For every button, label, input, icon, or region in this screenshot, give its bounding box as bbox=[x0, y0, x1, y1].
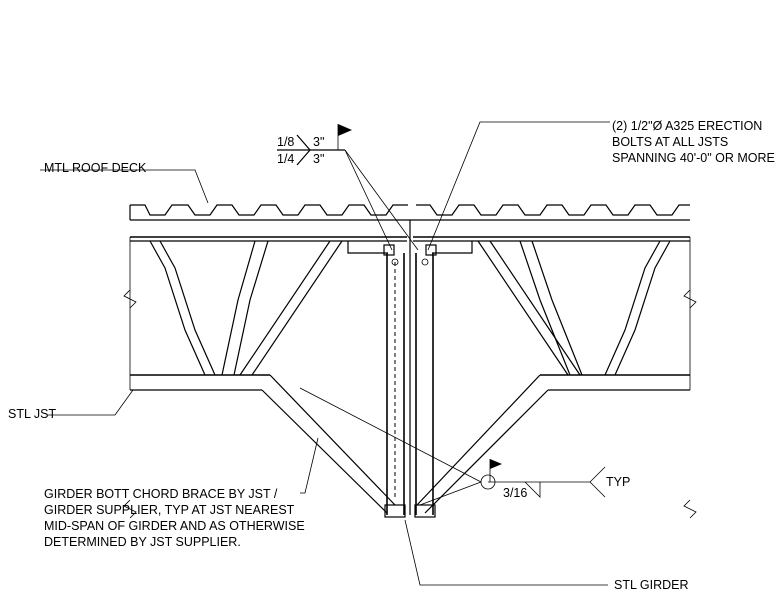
weld-symbol-top bbox=[277, 124, 419, 251]
weld-bottom-size: 1/4 bbox=[277, 152, 295, 166]
weld-symbol-typ bbox=[299, 387, 606, 506]
weld-top-length: 3" bbox=[313, 135, 325, 149]
bolt-note-line-1: (2) 1/2"Ø A325 ERECTION bbox=[612, 119, 763, 133]
girder-bottom-chord-brace bbox=[261, 374, 549, 514]
brace-note-line-2: GIRDER SUPPLIER, TYP AT JST NEAREST bbox=[44, 503, 295, 517]
brace-note-line-4: DETERMINED BY JST SUPPLIER. bbox=[44, 535, 241, 549]
mtl-roof-deck-label: MTL ROOF DECK bbox=[44, 161, 147, 175]
stl-jst-label: STL JST bbox=[8, 407, 57, 421]
weld-typ-size: 3/16 bbox=[503, 486, 528, 500]
metal-roof-deck bbox=[129, 204, 690, 221]
stl-girder-label: STL GIRDER bbox=[614, 578, 689, 592]
bolt-leader bbox=[427, 121, 610, 251]
joist-web-right bbox=[477, 240, 671, 376]
weld-typ-note: TYP bbox=[606, 475, 631, 489]
joist-top-chord bbox=[130, 236, 690, 254]
steel-girder bbox=[383, 220, 437, 518]
bolt-note-line-3: SPANNING 40'-0" OR MORE bbox=[612, 151, 775, 165]
brace-note-line-1: GIRDER BOTT CHORD BRACE BY JST / bbox=[44, 487, 278, 501]
brace-note-line-3: MID-SPAN OF GIRDER AND AS OTHERWISE bbox=[44, 519, 305, 533]
weld-bottom-length: 3" bbox=[313, 152, 325, 166]
weld-top-size: 1/8 bbox=[277, 135, 295, 149]
label-leaders bbox=[40, 169, 608, 586]
joist-web-left bbox=[149, 240, 343, 376]
bolt-note-line-2: BOLTS AT ALL JSTS bbox=[612, 135, 729, 149]
